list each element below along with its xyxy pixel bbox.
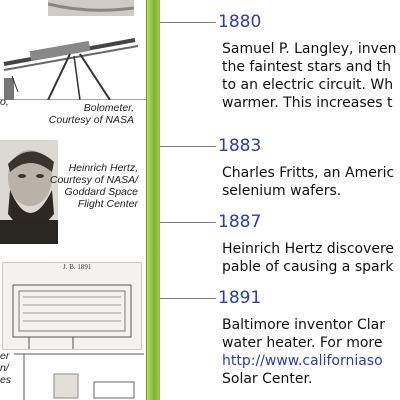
entry-1887-text: Heinrich Hertz discovere pable of causin… [222, 241, 395, 275]
bottom-drawing-fragment [14, 346, 144, 400]
timeline-tick-1880 [160, 22, 216, 23]
california-solar-center-link[interactable]: http://www.californiaso [222, 353, 383, 369]
bolometer-caption: Bolometer, Courtesy of NASA [48, 102, 134, 126]
year-1883: 1883 [218, 136, 262, 156]
hertz-caption: Heinrich Hertz, Courtesy of NASA/ Goddar… [49, 162, 138, 210]
bottom-caption-fragment: er n/ es [0, 350, 12, 386]
edge-caption-fragment: o, [0, 96, 9, 108]
image-column: o, Bolometer, Courtesy of NASA Heinrich … [0, 0, 146, 400]
patent-number: J. B. 1891 [63, 263, 92, 271]
year-1880: 1880 [218, 12, 262, 32]
top-sketch-image [48, 0, 134, 16]
year-1887: 1887 [218, 212, 262, 232]
patent-drawing-image: J. B. 1891 [2, 262, 142, 350]
timeline-tick-1883 [160, 146, 216, 147]
heinrich-hertz-portrait [0, 140, 58, 244]
entry-1891-text: Baltimore inventor Clar water heater. Fo… [222, 316, 400, 388]
year-1891: 1891 [218, 288, 262, 308]
bolometer-image [0, 20, 146, 101]
timeline-tick-1891 [160, 298, 216, 299]
entry-1880-text: Samuel P. Langley, inven the faintest st… [222, 41, 397, 111]
entry-1883-text: Charles Fritts, an Americ selenium wafer… [222, 165, 395, 199]
timeline-rail [146, 0, 160, 400]
timeline-tick-1887 [160, 222, 216, 223]
